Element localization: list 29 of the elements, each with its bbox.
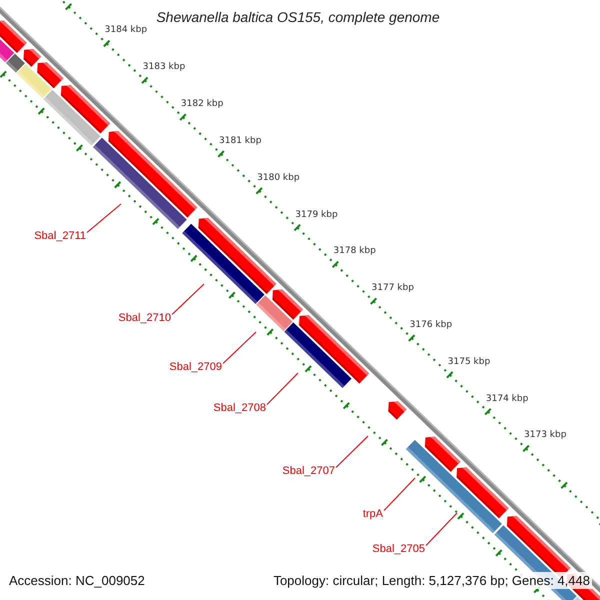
gene-label: Sbal_2707 bbox=[282, 466, 335, 476]
leader-line bbox=[384, 478, 416, 511]
tick-label: 3184 kbp bbox=[104, 26, 148, 36]
leader-line bbox=[222, 332, 256, 364]
tick-label: 3175 kbp bbox=[448, 358, 490, 367]
tick-label: 3182 kbp bbox=[180, 100, 224, 110]
leader-line bbox=[172, 284, 204, 315]
accession-text: Accession: NC_009052 bbox=[9, 574, 145, 587]
tick-label: 3177 kbp bbox=[372, 284, 414, 294]
tick-label: 3174 kbp bbox=[486, 394, 528, 404]
gene-label: trpA bbox=[362, 508, 383, 520]
tick-label: 3173 kbp bbox=[524, 431, 566, 440]
gene-label: Sbal_2711 bbox=[34, 230, 86, 242]
tick-label: 3181 kbp bbox=[219, 136, 262, 146]
gene-label: Sbal_2708 bbox=[213, 402, 266, 414]
leader-line bbox=[426, 512, 458, 546]
tick-label: 3179 kbp bbox=[295, 210, 338, 220]
tick-label: 3183 kbp bbox=[142, 63, 186, 72]
genome-info-text: Topology: circular; Length: 5,127,376 bp; Genes: 4,448 bbox=[271, 572, 592, 589]
gene-label: Sbal_2709 bbox=[169, 362, 222, 372]
gene-label: Sbal_2710 bbox=[118, 312, 171, 324]
leader-line bbox=[86, 204, 122, 233]
leader-line bbox=[336, 436, 368, 468]
title: Shewanella baltica OS155, complete genome bbox=[155, 10, 441, 24]
tick-label: 3180 kbp bbox=[257, 174, 300, 183]
tick-label: 3176 kbp bbox=[410, 321, 452, 330]
gene-label: Sbal_2705 bbox=[372, 544, 425, 554]
leader-line bbox=[266, 372, 298, 405]
tick-label: 3178 kbp bbox=[333, 247, 376, 256]
